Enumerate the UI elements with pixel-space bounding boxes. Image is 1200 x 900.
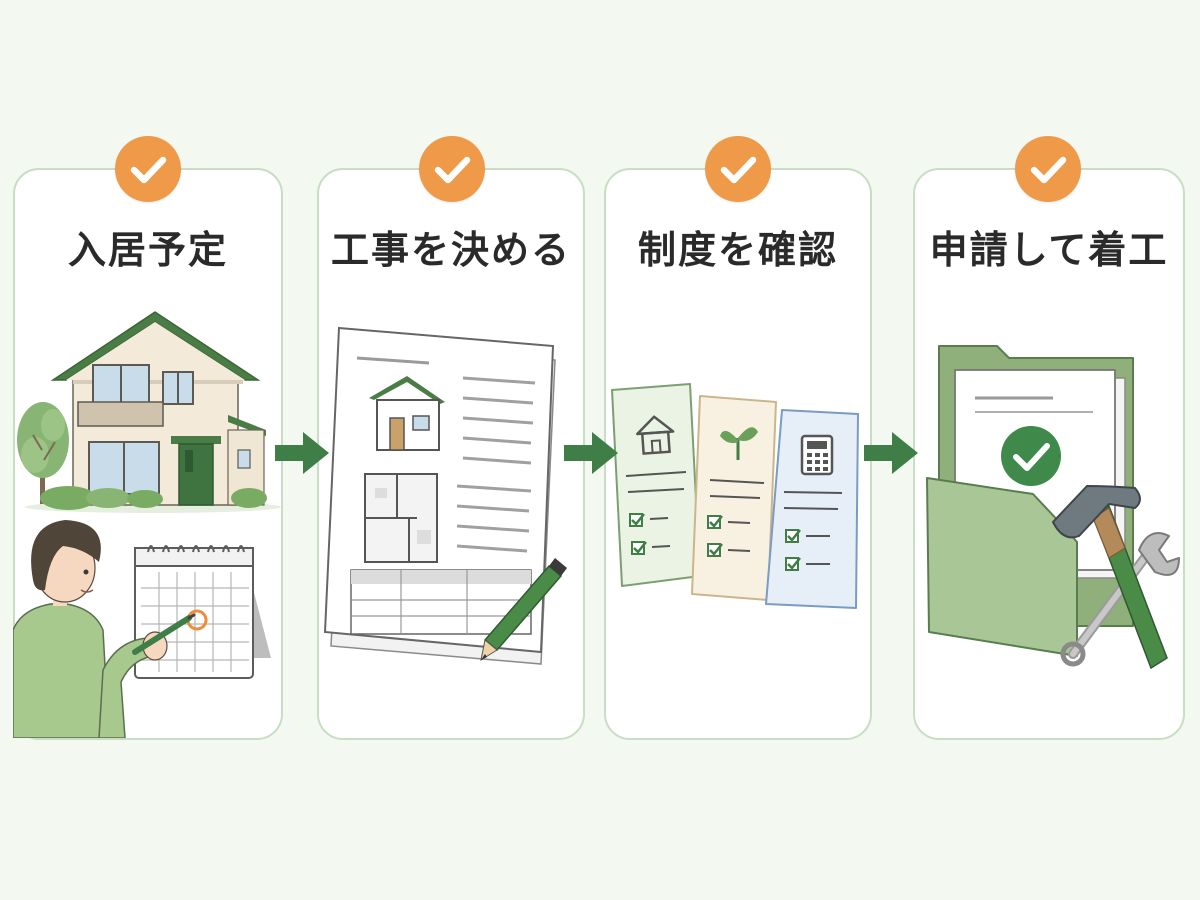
- checkbox-icon: [707, 515, 751, 557]
- card-housing: [611, 383, 701, 587]
- check-icon: [434, 156, 471, 184]
- check-badge-2: [419, 136, 485, 202]
- floor-plan-icon: [364, 473, 438, 563]
- person-icon: [13, 520, 168, 738]
- check-badge-1: [115, 136, 181, 202]
- check-icon: [130, 156, 167, 184]
- check-icon: [1030, 156, 1067, 184]
- check-badge-3: [705, 136, 771, 202]
- step-title-1: 入居予定: [67, 228, 228, 272]
- step-title-2: 工事を決める: [330, 228, 571, 272]
- step-title-3: 制度を確認: [637, 228, 838, 272]
- check-badge-4: [1015, 136, 1081, 202]
- check-circle-icon: [1001, 426, 1061, 486]
- checkbox-icon: [629, 513, 671, 555]
- move-in-illustration: [13, 311, 281, 738]
- house-icon: [369, 376, 445, 451]
- calculator-icon: [800, 434, 834, 476]
- check-icon: [720, 156, 757, 184]
- checkbox-icon: [785, 529, 830, 571]
- house-icon: [636, 415, 675, 455]
- step-title-4: 申請して着工: [929, 228, 1169, 272]
- wrench-icon: [1060, 532, 1180, 667]
- system-check-illustration: [611, 383, 859, 609]
- folder-front: [926, 477, 1078, 657]
- apply-start-illustration: [926, 345, 1180, 670]
- card-eco: [691, 395, 777, 601]
- arrow-right-icon: [275, 432, 329, 474]
- tree-icon: [17, 402, 69, 505]
- card-subsidy: [765, 409, 859, 609]
- pen-icon: [132, 613, 196, 655]
- arrow-right-icon: [564, 432, 618, 474]
- arrow-right-icon: [864, 432, 918, 474]
- hammer-icon: [1052, 485, 1168, 670]
- house-icon: [40, 311, 267, 510]
- pencil-icon: [480, 558, 567, 662]
- sprout-icon: [720, 427, 758, 460]
- plan-illustration: [323, 326, 567, 665]
